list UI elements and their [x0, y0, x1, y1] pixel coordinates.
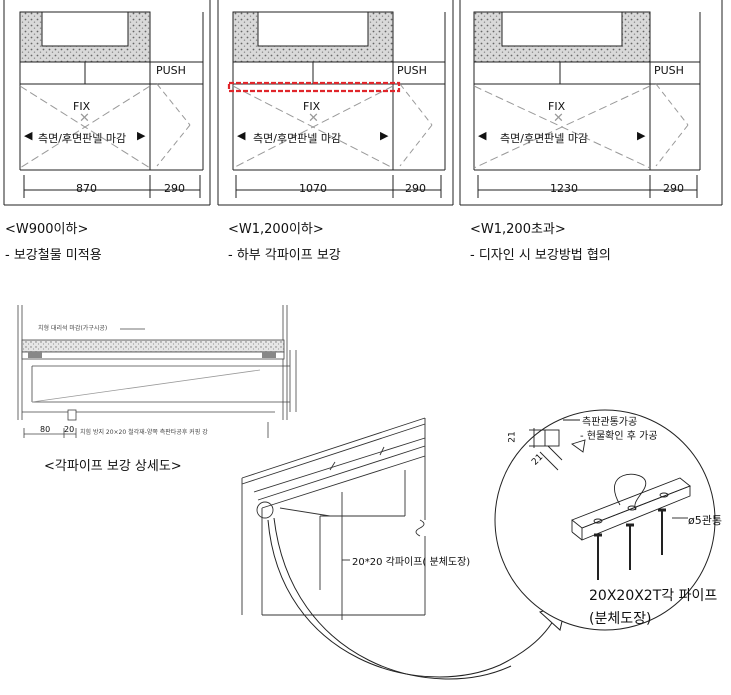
panel-3-dim-side: 290 [663, 182, 684, 195]
zoom-dim-1: 21 [507, 431, 518, 443]
pipe-spec-subtitle: (분체도장) [589, 611, 652, 627]
panel-1-note: - 보강철물 미적용 [5, 248, 102, 263]
panel-3-cross-icon: ✕ [553, 111, 564, 126]
callout-arrow [267, 519, 556, 678]
panel-1-dim-side: 290 [164, 182, 185, 195]
detail-top-note: 치형 대리석 마감(가구시공) [38, 325, 108, 332]
panel-1-cross-icon: ✕ [79, 111, 90, 126]
panel-1-push: PUSH [156, 64, 186, 77]
detail-bottom-note: 치힘 방지 20×20 철각재-양쪽 측판타공후 커핑 강 [80, 429, 208, 436]
zoom-circle [494, 409, 716, 631]
panel-2-cross-icon: ✕ [308, 111, 319, 126]
perspective-view [241, 417, 430, 620]
elevation-panel-3 [459, 0, 723, 206]
panel-2-caption: <W1,200이하> [228, 222, 324, 237]
panel-2-push: PUSH [397, 64, 427, 77]
panel-3-arrow-right: ▶ [637, 129, 646, 142]
zoom-detail [529, 419, 691, 580]
panel-3-caption: <W1,200초과> [470, 222, 566, 237]
section-detail [17, 305, 297, 438]
panel-1-dim-main: 870 [76, 182, 97, 195]
elevation-panel-1 [3, 0, 211, 206]
panel-1-fix: FIX [73, 100, 91, 113]
panel-3-fix: FIX [548, 100, 566, 113]
panel-3-note: - 디자인 시 보강방법 협의 [470, 248, 611, 263]
panel-3-push: PUSH [654, 64, 684, 77]
panel-1-arrow-right: ▶ [137, 129, 146, 142]
panel-2-fix: FIX [303, 100, 321, 113]
panel-2-note: - 하부 각파이프 보강 [228, 248, 341, 263]
panel-3-arrow-left: ◀ [478, 129, 487, 142]
detail-dim-a: 80 [40, 425, 51, 434]
panel-1-arrow-left: ◀ [24, 129, 33, 142]
zoom-note-2: - 현물확인 후 가공 [580, 431, 658, 442]
panel-1-caption: <W900이하> [5, 222, 89, 237]
panel-2-dim-main: 1070 [299, 182, 327, 195]
pipe-label: 20*20 각파이프( 분체도장) [352, 557, 471, 568]
panel-3-finish-label: 측면/후면판넬 마감 [500, 132, 589, 145]
detail-caption: <각파이프 보강 상세도> [44, 459, 182, 474]
panel-2-dim-side: 290 [405, 182, 426, 195]
zoom-note-1: 측판관통가공 [582, 417, 638, 428]
panel-2-arrow-right: ▶ [380, 129, 389, 142]
panel-2-finish-label: 측면/후면판넬 마감 [253, 132, 342, 145]
pipe-spec-title: 20X20X2T각 파이프 [589, 588, 718, 604]
panel-3-dim-main: 1230 [550, 182, 578, 195]
detail-dim-b: 20 [64, 425, 75, 434]
panel-1-finish-label: 측면/후면판넬 마감 [38, 132, 127, 145]
elevation-panel-2 [217, 0, 454, 206]
hole-label: ø5관통 [688, 514, 722, 527]
reinforcement-highlight [227, 81, 401, 93]
panel-2-arrow-left: ◀ [237, 129, 246, 142]
